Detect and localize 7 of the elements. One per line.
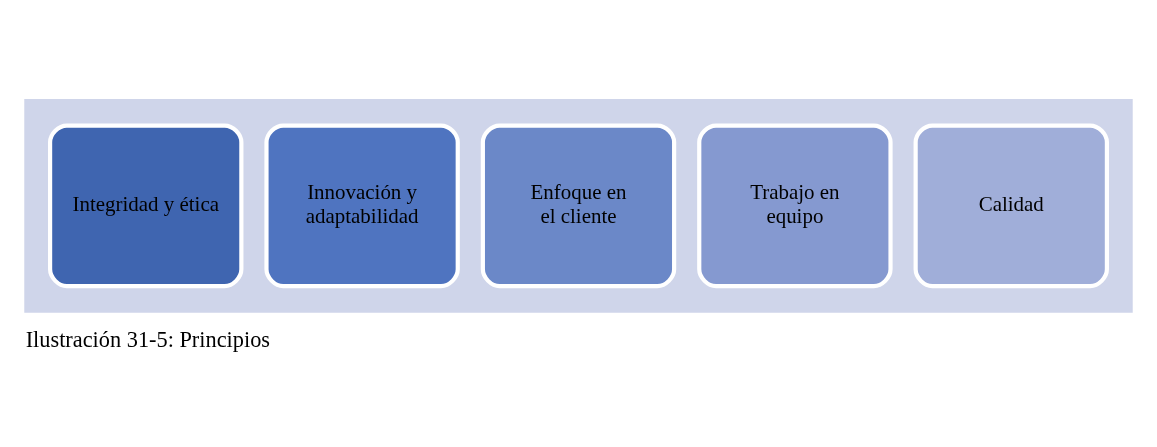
node-box: Trabajo en equipo: [697, 123, 893, 288]
cluster: [24, 98, 1133, 313]
node-box: Innovación y adaptabilidad: [264, 123, 460, 288]
node-box: Calidad: [913, 123, 1109, 288]
node-box: Enfoque en el cliente: [480, 123, 677, 288]
node-box: Integridad y ética: [48, 123, 244, 288]
caption: Ilustración 31-5: Principios: [25, 326, 270, 352]
